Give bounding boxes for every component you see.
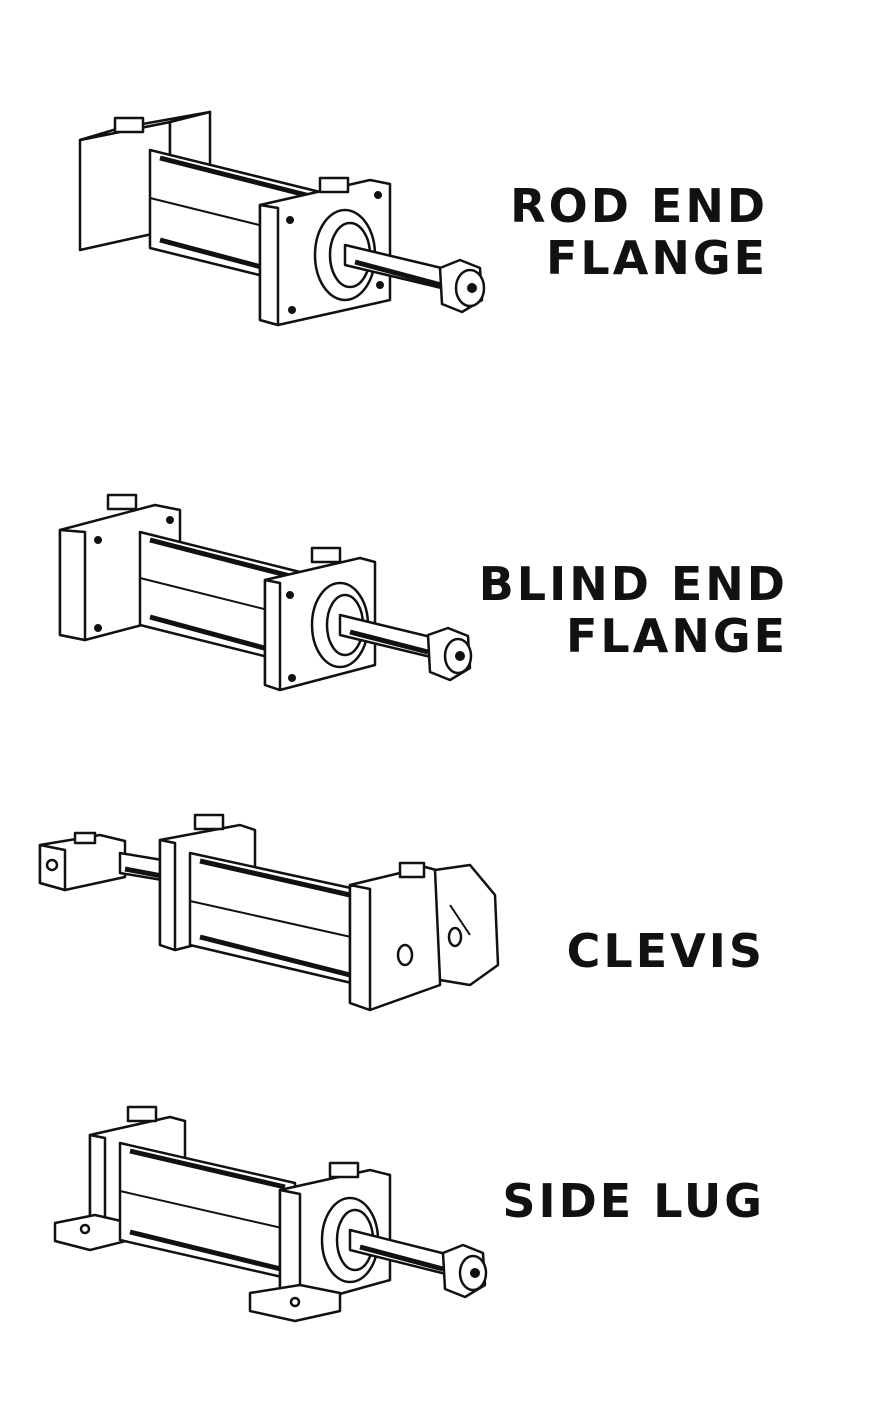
mounting-label-rod-end-flange: ROD END FLANGE bbox=[510, 180, 768, 284]
label-line: FLANGE bbox=[545, 231, 768, 285]
label-line: BLIND END bbox=[478, 557, 788, 611]
mounting-panel-clevis: CLEVIS bbox=[0, 800, 893, 1030]
hydraulic-cylinder-blind-end-flange-icon bbox=[58, 493, 473, 692]
mounting-label-clevis: CLEVIS bbox=[567, 925, 765, 977]
label-line: SIDE LUG bbox=[502, 1174, 765, 1228]
mounting-panel-side-lug: SIDE LUG bbox=[0, 1090, 893, 1340]
label-line: FLANGE bbox=[565, 609, 788, 663]
hydraulic-cylinder-rod-end-flange-icon bbox=[78, 110, 486, 327]
hydraulic-cylinder-clevis-icon bbox=[38, 813, 500, 1012]
mounting-label-side-lug: SIDE LUG bbox=[502, 1175, 765, 1227]
mounting-label-blind-end-flange: BLIND END FLANGE bbox=[479, 558, 788, 662]
label-line: CLEVIS bbox=[566, 924, 765, 978]
label-line: ROD END bbox=[510, 179, 768, 233]
hydraulic-cylinder-side-lug-icon bbox=[53, 1105, 488, 1323]
mounting-panel-rod-end-flange: ROD END FLANGE bbox=[0, 100, 893, 350]
mounting-panel-blind-end-flange: BLIND END FLANGE bbox=[0, 470, 893, 720]
